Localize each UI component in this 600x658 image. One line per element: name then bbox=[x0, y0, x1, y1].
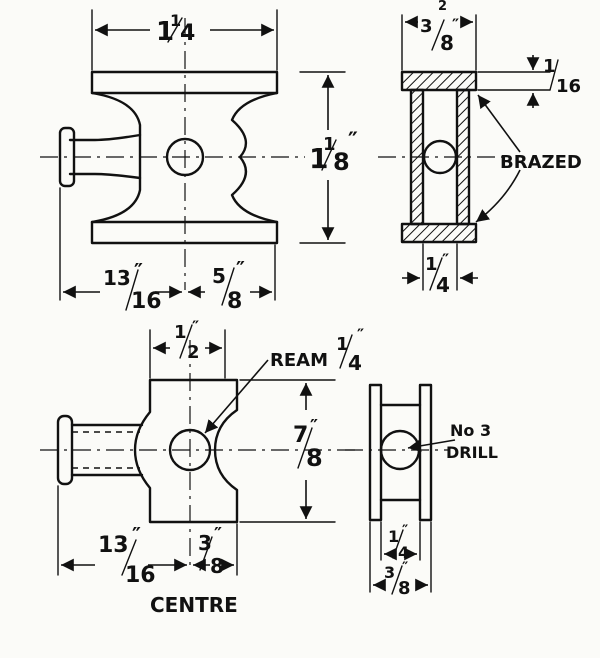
inch-mark: ″ bbox=[357, 325, 364, 344]
brazed-label: BRAZED bbox=[500, 152, 582, 173]
side-spigot-flange bbox=[58, 126, 76, 188]
fraction-slash bbox=[339, 334, 353, 369]
left-numerator: 13 bbox=[103, 266, 131, 290]
top-numerator: 1 bbox=[174, 322, 187, 343]
right-denominator: 8 bbox=[227, 289, 242, 314]
top-denominator: 2 bbox=[187, 342, 200, 363]
fraction-slash bbox=[167, 17, 183, 43]
fraction-slash bbox=[199, 536, 213, 571]
central-hole bbox=[422, 139, 458, 175]
inch-mark: ″ bbox=[402, 560, 408, 576]
inch-mark: ″ bbox=[214, 524, 222, 545]
fraction-slash bbox=[221, 267, 235, 306]
bottom-left-view: 1 2 ″ REAM 1 4 ″ 7 8 ″ 13 16 ″ 3 8 ″ bbox=[40, 317, 364, 617]
ream-numerator: 1 bbox=[336, 334, 349, 355]
drill-leader bbox=[407, 439, 456, 453]
brazed-leader-lower bbox=[475, 169, 521, 223]
ream-denominator: 4 bbox=[348, 351, 362, 375]
bottom-right-view: No 3 DRILL 1 4 ″ 3 8 ″ bbox=[345, 383, 498, 599]
gap-numerator: 1 bbox=[543, 56, 556, 77]
left-flange bbox=[368, 383, 383, 522]
gap-denominator: 16 bbox=[556, 76, 581, 97]
width-denominator: 8 bbox=[440, 31, 454, 55]
ream-label: REAM bbox=[270, 350, 328, 371]
top-flange-hatch bbox=[402, 72, 476, 90]
height-numerator: 7 bbox=[293, 423, 308, 448]
brazed-leader-upper bbox=[477, 94, 521, 153]
bottom-numerator: 1 bbox=[425, 254, 438, 275]
left-numerator: 13 bbox=[98, 533, 129, 558]
bottom-flange bbox=[90, 220, 279, 245]
inner-denominator: 4 bbox=[398, 543, 409, 562]
outer-numerator: 3 bbox=[384, 563, 395, 582]
inch-mark: ″ bbox=[442, 250, 449, 269]
fraction-slash bbox=[429, 257, 443, 291]
inch-mark: ″ bbox=[348, 129, 358, 154]
inch-mark: ″ bbox=[236, 257, 245, 281]
right-flange bbox=[418, 383, 433, 522]
top-left-view: 1 1 4 1 1 8 ″ 13 16 ″ 5 8 ″ bbox=[40, 9, 358, 314]
inch-mark: ″ bbox=[132, 523, 141, 547]
fraction-slash bbox=[125, 269, 139, 311]
width-denominator: 4 bbox=[180, 21, 195, 46]
height-denominator: 8 bbox=[306, 444, 323, 472]
inch-mark: ″ bbox=[402, 523, 408, 539]
right-denominator: 8 bbox=[210, 554, 224, 578]
ream-leader bbox=[204, 359, 269, 434]
fraction-slash bbox=[179, 324, 193, 359]
fraction-slash bbox=[297, 427, 313, 469]
fraction-slash bbox=[321, 139, 337, 171]
fraction-slash bbox=[391, 565, 403, 595]
inch-mark: ″ bbox=[134, 259, 143, 283]
body-outline bbox=[133, 378, 239, 524]
drill-line-1: No 3 bbox=[450, 421, 491, 440]
right-numerator: 3 bbox=[198, 531, 212, 555]
fraction-slash bbox=[431, 19, 445, 51]
outer-denominator: 8 bbox=[398, 578, 411, 599]
height-denominator: 8 bbox=[333, 148, 350, 176]
inch-mark: ″ bbox=[192, 317, 199, 336]
top-flange bbox=[90, 70, 279, 95]
right-wall-hatch bbox=[457, 90, 469, 224]
drill-line-2: DRILL bbox=[446, 443, 498, 462]
central-hole bbox=[165, 137, 205, 177]
central-hole bbox=[168, 428, 212, 472]
bottom-denominator: 4 bbox=[436, 273, 450, 297]
body-right-curve bbox=[230, 91, 279, 224]
width-numerator: 3 bbox=[420, 16, 433, 37]
fraction-slash bbox=[392, 529, 404, 559]
top-small-label: 2 bbox=[438, 0, 447, 14]
right-numerator: 5 bbox=[212, 264, 226, 288]
left-wall-hatch bbox=[411, 90, 423, 224]
centre-label: CENTRE bbox=[150, 593, 238, 617]
inner-numerator: 1 bbox=[388, 527, 399, 546]
fraction-slash bbox=[121, 539, 137, 576]
bottom-flange-hatch bbox=[402, 224, 476, 242]
width-numerator: 1 bbox=[170, 11, 181, 30]
body-lower-left bbox=[68, 172, 142, 224]
spigot-flange bbox=[56, 414, 74, 486]
left-denominator: 16 bbox=[131, 289, 162, 314]
left-denominator: 16 bbox=[125, 563, 156, 588]
inch-mark: ″ bbox=[452, 15, 459, 34]
body-upper-left bbox=[68, 91, 142, 142]
height-numerator: 1 bbox=[323, 134, 336, 155]
top-right-view: 2 3 8 ″ 1 16 BRAZED 1 4 ″ bbox=[378, 0, 582, 297]
inch-mark: ″ bbox=[310, 416, 318, 437]
fraction-slash bbox=[549, 59, 559, 91]
